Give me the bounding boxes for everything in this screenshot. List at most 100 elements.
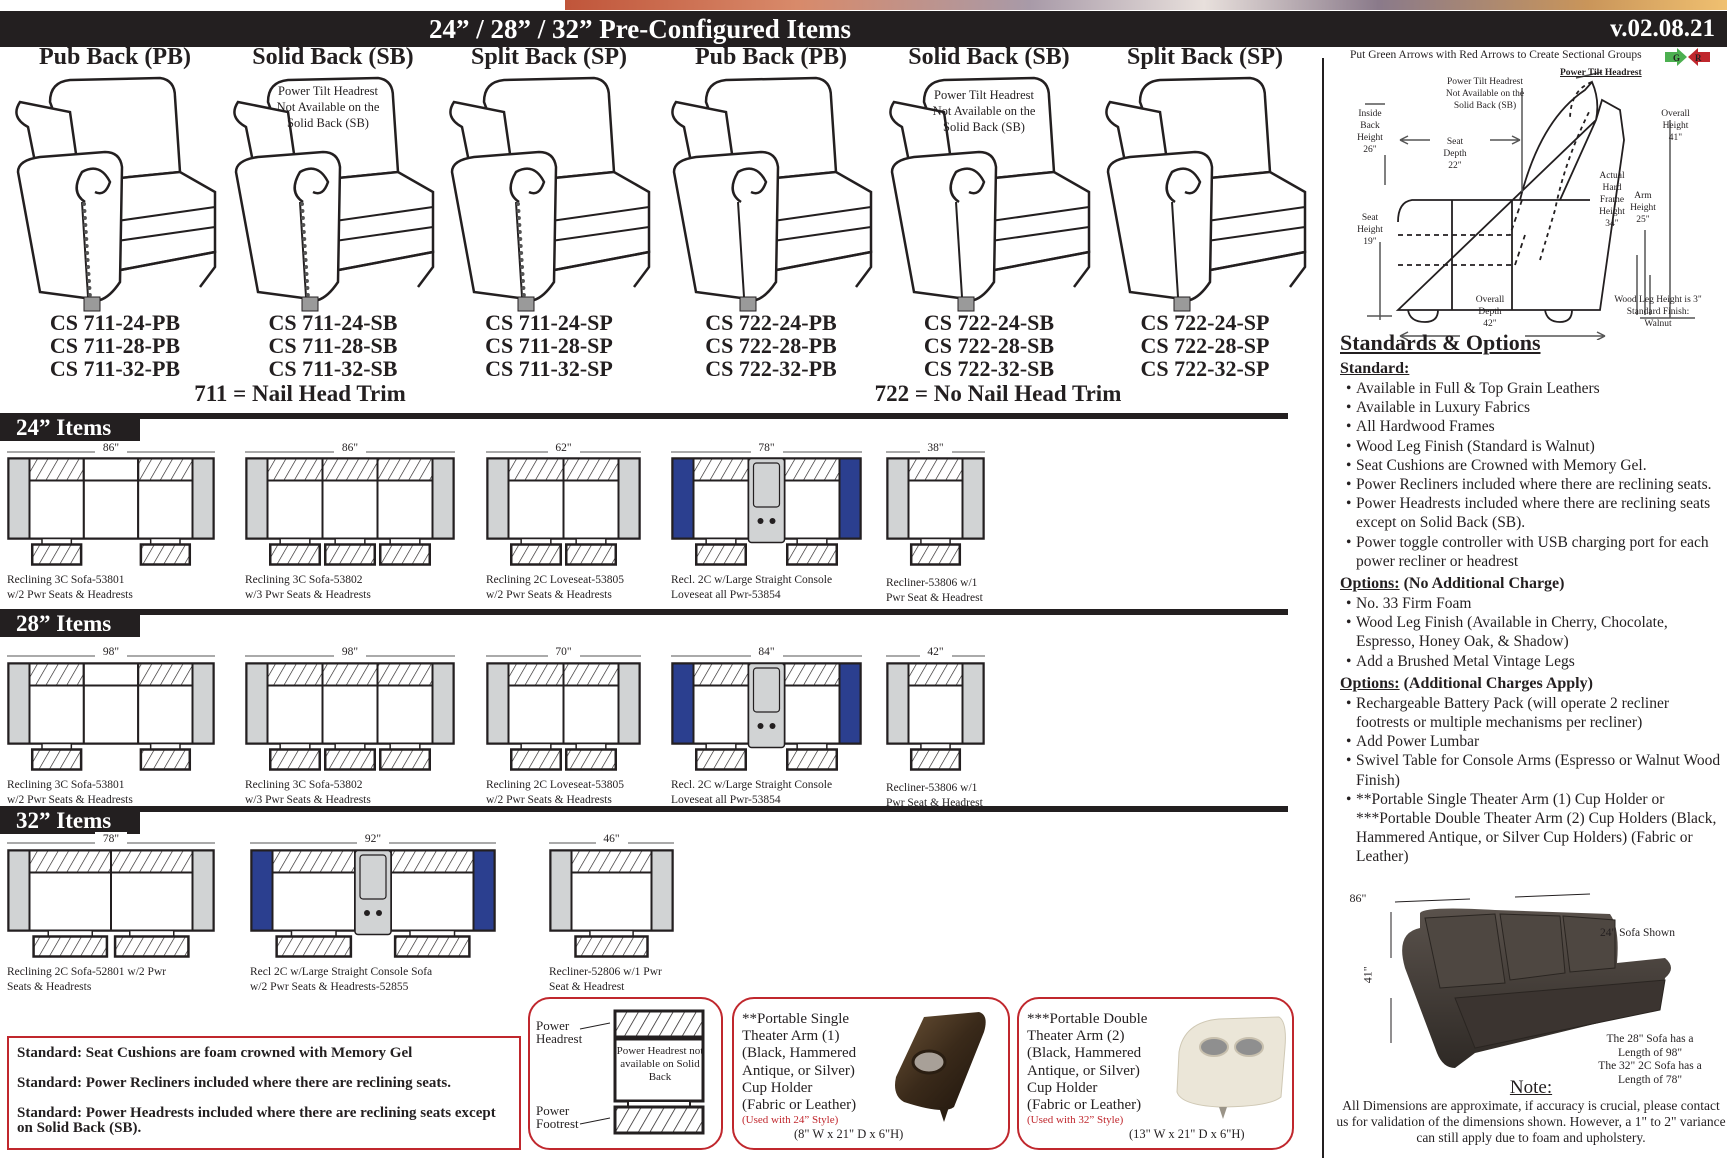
model-code: CS 711-28-SB [268, 333, 398, 358]
nail-head [82, 202, 86, 206]
nail-head [304, 272, 309, 276]
options-free-list: No. 33 Firm FoamWood Leg Finish (Availab… [1340, 594, 1726, 671]
caption-line: Seats & Headrests [7, 980, 92, 993]
profile-label-line: Height [1599, 207, 1625, 217]
sofa-plan-diagram [486, 457, 641, 566]
dimension-label: 86" [334, 441, 366, 456]
arm [961, 662, 985, 745]
power-footrest [379, 748, 431, 771]
caption-line: Reclining 2C Sofa-52801 w/2 Pwr [7, 966, 167, 978]
wood-leg-label: Wood Leg Height is 3"Standard Finish:Wal… [1598, 294, 1718, 330]
headrest-unavailable-note: Power Headrest not available on Solid Ba… [616, 1045, 704, 1083]
profile-label-line: Actual [1599, 171, 1625, 181]
profile-label-line: Depth [1478, 307, 1502, 317]
profile-label-line: Depth [1443, 149, 1467, 159]
section-divider [0, 609, 1288, 615]
sofa-plan-diagram [671, 662, 862, 771]
dimension-label: 92" [357, 832, 389, 847]
cup-holder [757, 723, 764, 729]
model-code: CS 722-32-PB [705, 356, 837, 381]
profile-label-line: 19" [1363, 237, 1377, 247]
profile-label-line: Solid Back (SB) [1453, 101, 1517, 111]
power-footrest [565, 543, 617, 566]
sofa-plan-diagram [886, 662, 985, 771]
caption-line: Reclining 3C Sofa-53802 [245, 779, 363, 791]
arm [838, 662, 862, 745]
power-headrest [692, 662, 750, 687]
caption-line: Pwr Seat & Headrest [886, 796, 983, 809]
arm-usage-note: (Used with 32” Style) [1027, 1114, 1124, 1127]
double-arm-photo [1176, 1016, 1286, 1119]
option-item: Swivel Table for Console Arms (Espresso … [1340, 751, 1726, 789]
arm [250, 849, 274, 932]
single-arm-dimensions: (8" W x 21" D x 6"H) [794, 1127, 904, 1141]
model-code: CS 711-32-PB [49, 356, 181, 381]
power-headrest [271, 849, 356, 874]
profile-label-line: Height [1662, 121, 1689, 131]
nail-head [303, 251, 308, 255]
options-paid-label: Options: [1340, 674, 1400, 692]
option-item: Seat Cushions are Crowned with Memory Ge… [1340, 456, 1726, 475]
sofa-plan-diagram [7, 849, 215, 958]
arm-text-line: ***Portable Double [1027, 1011, 1148, 1027]
option-item: Rechargeable Battery Pack (will operate … [1340, 694, 1726, 732]
caption-line: Loveseat all Pwr-53854 [671, 793, 781, 806]
profile-label-line: Wood Leg Height is 3" [1614, 295, 1702, 305]
power-footrest [695, 748, 747, 771]
nail-head [85, 258, 90, 262]
model-code: CS 711-32-SB [268, 356, 398, 381]
section-divider [0, 413, 1288, 419]
sofa-plan-diagram [671, 457, 862, 566]
nail-head [82, 209, 87, 213]
caption-line: Reclining 3C Sofa-53802 [245, 574, 363, 586]
option-item: ***Portable Double Theater Arm (2) Cup H… [1356, 810, 1717, 866]
caption-line: Reclining 2C Loveseat-53805 [486, 574, 624, 586]
nail-head [300, 209, 305, 213]
arm-text-line: (Black, Hammered [742, 1045, 857, 1062]
headrest-note: Power Tilt Headrest Not Available on the… [276, 84, 380, 130]
nail-head [521, 293, 526, 297]
power-footrest [565, 748, 617, 771]
column-heading: Pub Back (PB) [38, 44, 191, 70]
nail-head [300, 216, 305, 220]
arm [961, 457, 985, 540]
caption-line: Recl. 2C w/Large Straight Console [671, 574, 833, 586]
power-footrest [139, 748, 192, 771]
arm-text-line: Theater Arm (1) [742, 1028, 840, 1045]
power-headrest-label: Power Headrest [536, 1018, 583, 1046]
profile-label-line: Frame [1599, 195, 1625, 205]
model-code: CS 722-28-PB [705, 333, 837, 358]
profile-label-line: 25" [1636, 215, 1650, 225]
arm [191, 849, 215, 932]
profile-label-line: Inside [1358, 109, 1382, 119]
nail-head [516, 209, 521, 213]
nail-head [518, 237, 523, 241]
power-footrest [30, 543, 83, 566]
arm [886, 457, 910, 540]
power-footrest [909, 748, 962, 771]
dimension-label: 46" [595, 832, 628, 847]
cup-holder [757, 518, 764, 524]
model-code: CS 722-32-SP [1140, 356, 1270, 381]
option-item: Add Power Lumbar [1340, 732, 1726, 751]
page-title: 24” / 28” / 32” Pre-Configured Items [429, 14, 851, 44]
photo-height-label: 41" [1360, 966, 1375, 984]
power-headrest [137, 457, 194, 482]
power-footrest [30, 748, 83, 771]
arm [245, 662, 269, 745]
length-note-line: Length of 98" [1617, 1046, 1683, 1059]
nail-head [304, 265, 309, 269]
power-headrest [562, 457, 620, 482]
version-label: v.02.08.21 [1610, 15, 1715, 42]
standard-label: Standard: [1340, 360, 1410, 377]
column-heading: Split Back (SP) [470, 44, 628, 70]
chair-illustration [1100, 72, 1310, 312]
nail-head [517, 230, 522, 234]
arm-text-line: Cup Holder [742, 1079, 813, 1096]
